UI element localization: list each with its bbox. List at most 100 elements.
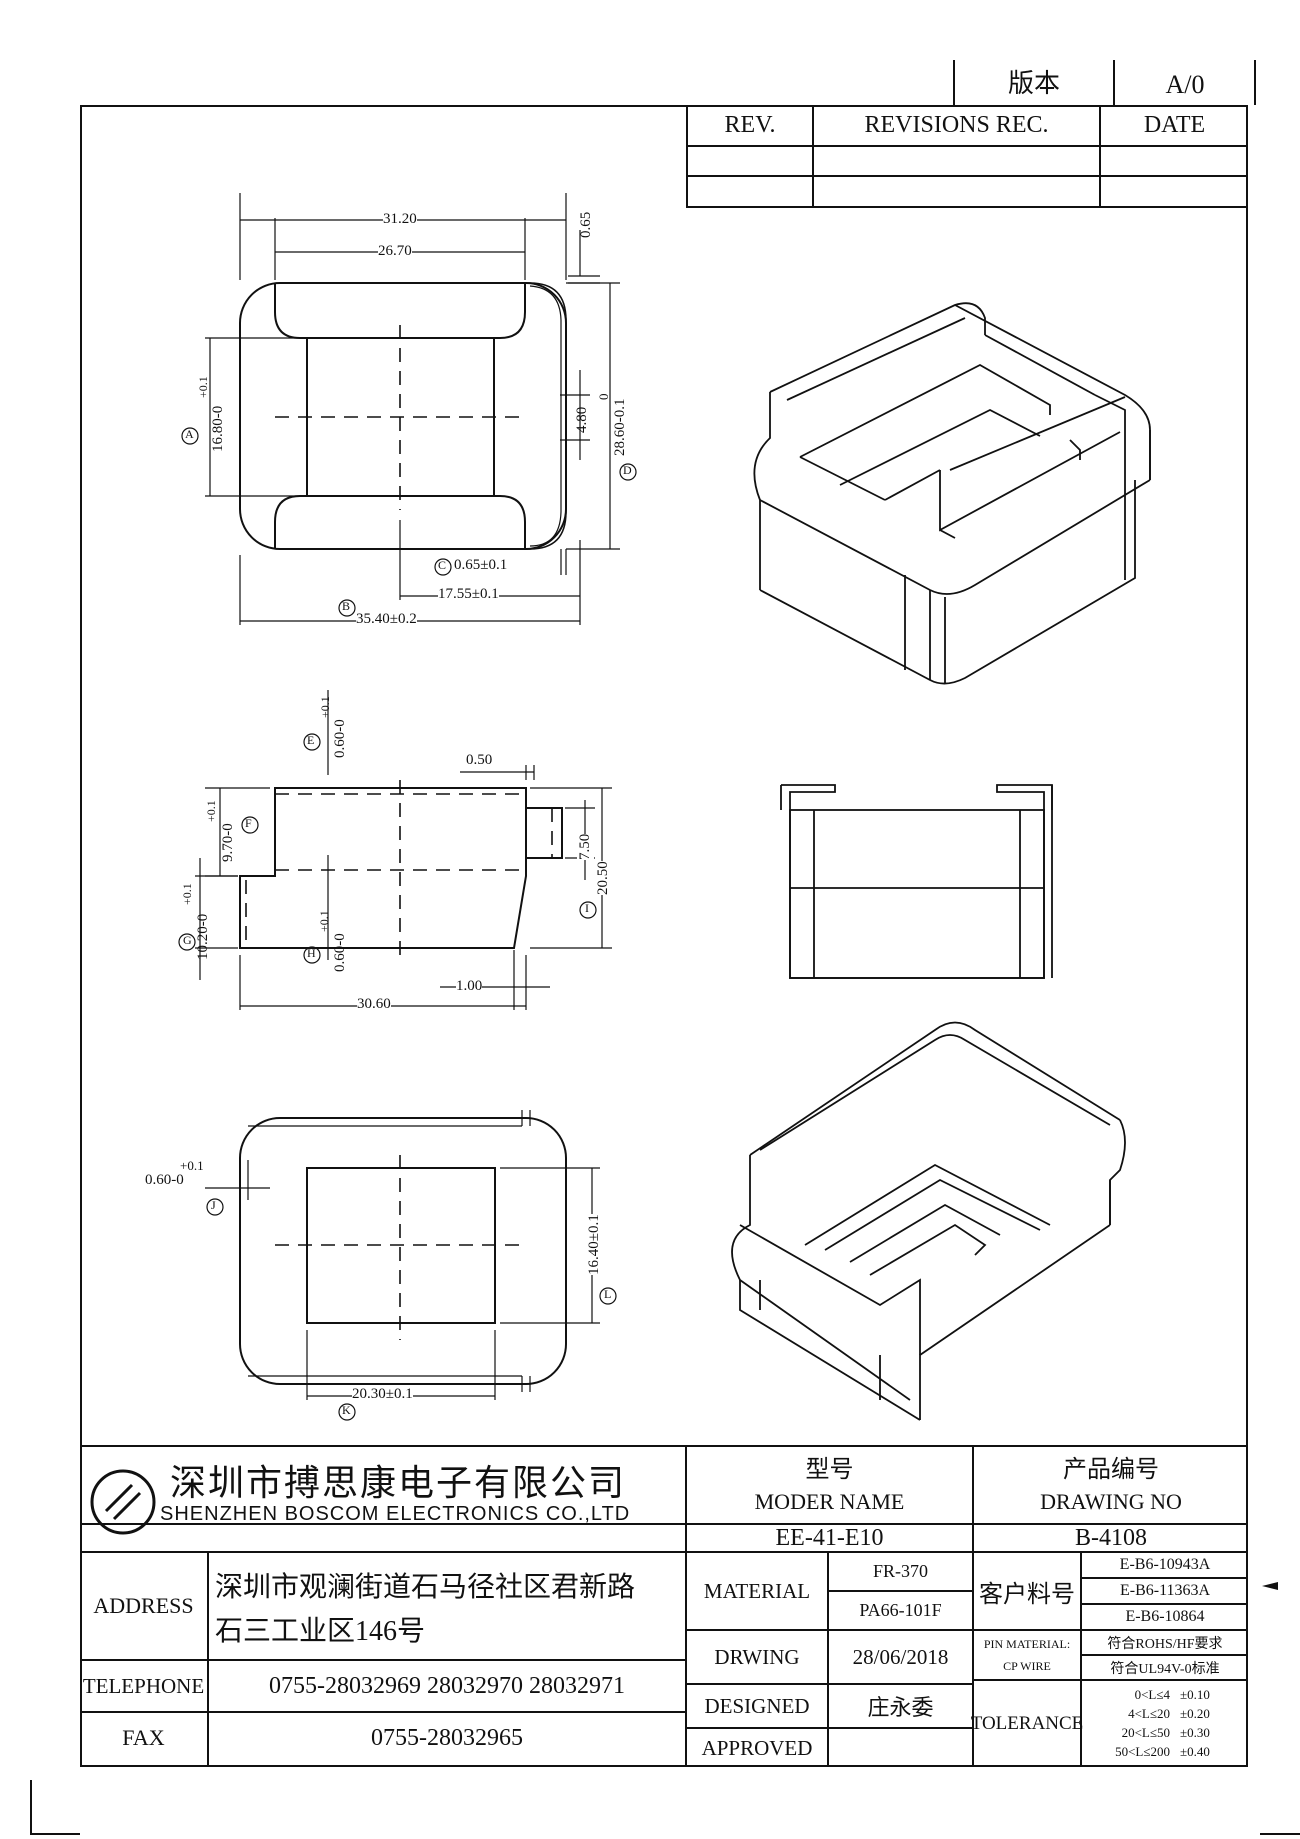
revision-table: REV. REVISIONS REC. DATE xyxy=(686,105,1248,208)
fax-label: FAX xyxy=(122,1725,165,1750)
bottom-view xyxy=(205,1110,617,1421)
tol-value-3: ±0.30 xyxy=(1180,1725,1210,1740)
top-isometric-view xyxy=(753,302,1151,685)
edge-arrow-icon xyxy=(1262,1582,1278,1590)
tol-value-4: ±0.40 xyxy=(1180,1744,1210,1759)
material-1: FR-370 xyxy=(872,1561,928,1581)
technical-drawing xyxy=(178,193,1151,1421)
mark-c: C xyxy=(438,558,447,572)
dim-10-20: 10.20-0 xyxy=(195,913,211,960)
crop-mark-bottom-left xyxy=(30,1780,32,1835)
dim-16-80: 16.80-0 xyxy=(210,405,226,452)
drwing-label: DRWING xyxy=(714,1644,800,1669)
dim-0-65: 0.65 xyxy=(578,211,594,238)
dim-35-40: 35.40±0.2 xyxy=(356,611,417,628)
version-strip: 版本 A/0 xyxy=(953,60,1256,105)
dim-16-40: 16.40±0.1 xyxy=(586,1214,603,1275)
drawing-value: B-4108 xyxy=(1075,1524,1147,1551)
dim-28-60: 28.60-0.1 xyxy=(612,398,628,457)
designed-value: 庄永委 xyxy=(867,1695,934,1720)
dim-20-50: 20.50 xyxy=(595,861,612,895)
dim-26-70: 26.70 xyxy=(378,243,412,260)
side-view xyxy=(178,690,612,1010)
dim-0-60-e-tol: +0.1 xyxy=(318,696,332,718)
mark-a: A xyxy=(185,427,194,441)
bottom-isometric-view xyxy=(731,1021,1126,1421)
dim-0-50: 0.50 xyxy=(466,752,493,768)
tolerance-label: TOLERANCE xyxy=(970,1713,1084,1734)
mark-k: K xyxy=(342,1403,351,1417)
dim-20-30: 20.30±0.1 xyxy=(352,1386,413,1403)
mark-j: J xyxy=(211,1198,216,1212)
tol-range-2: 4<L≤20 xyxy=(1128,1706,1170,1721)
company-name-en: SHENZHEN BOSCOM ELECTRONICS CO.,LTD xyxy=(160,1502,631,1525)
ul-note: 符合UL94V-0标准 xyxy=(1110,1661,1220,1677)
tol-range-1: 0<L≤4 xyxy=(1134,1687,1170,1702)
material-label: MATERIAL xyxy=(703,1578,811,1603)
title-block: 深圳市搏思康电子有限公司 SHENZHEN BOSCOM ELECTRONICS… xyxy=(80,1445,1248,1767)
version-value: A/0 xyxy=(1165,70,1205,99)
top-view xyxy=(181,193,637,625)
customer-3: E-B6-10864 xyxy=(1125,1608,1205,1625)
address-line-1: 深圳市观澜街道石马径社区君新路 xyxy=(215,1572,636,1603)
dim-0-60-h-tol: +0.1 xyxy=(317,910,331,932)
dim-16-80-tol: +0.1 xyxy=(196,376,210,398)
mark-g: G xyxy=(183,933,192,947)
drawing-label-cn: 产品编号 xyxy=(1063,1456,1159,1483)
cp-wire-label: CP WIRE xyxy=(1003,1658,1051,1673)
customer-1: E-B6-10943A xyxy=(1119,1556,1211,1573)
dim-31-20: 31.20 xyxy=(383,211,417,228)
address-line-2: 石三工业区146号 xyxy=(215,1616,426,1647)
customer-label: 客户料号 xyxy=(979,1581,1075,1608)
dim-4-80: 4.80 xyxy=(574,406,590,433)
rohs-note: 符合ROHS/HF要求 xyxy=(1107,1636,1223,1652)
company-logo-icon xyxy=(90,1469,156,1535)
drwing-value: 28/06/2018 xyxy=(852,1644,949,1669)
drawing-sheet xyxy=(80,105,1248,1767)
mark-l: L xyxy=(604,1287,612,1301)
tol-range-4: 50<L≤200 xyxy=(1115,1744,1170,1759)
drawing-label-en: DRAWING NO xyxy=(1040,1489,1182,1514)
dim-7-50: 7.50 xyxy=(577,833,594,860)
tolerance-table: 0<L≤4 ±0.10 4<L≤20 ±0.20 20<L≤50 ±0.30 50<L… xyxy=(1090,1685,1248,1761)
date-header: DATE xyxy=(1143,111,1206,138)
model-value: EE-41-E10 xyxy=(775,1524,884,1551)
dim-0-60-j-tol: +0.1 xyxy=(180,1158,204,1173)
mark-f: F xyxy=(245,816,252,830)
version-label: 版本 xyxy=(1007,69,1060,98)
mark-e: E xyxy=(307,733,315,747)
dim-0-60-j: 0.60-0 xyxy=(145,1172,184,1188)
crop-mark-bottom-left-h xyxy=(30,1833,80,1835)
approved-label: APPROVED xyxy=(701,1735,813,1760)
dim-28-60-tol: 0 xyxy=(596,393,611,401)
tol-range-3: 20<L≤50 xyxy=(1121,1725,1170,1740)
rev-header: REV. xyxy=(724,111,776,138)
mark-h: H xyxy=(307,946,316,960)
telephone-value: 0755-28032969 28032970 28032971 xyxy=(269,1672,625,1699)
tol-value-2: ±0.20 xyxy=(1180,1706,1210,1721)
dim-1-00: 1.00 xyxy=(456,978,483,995)
model-label-en: MODER NAME xyxy=(754,1489,905,1514)
model-label-cn: 型号 xyxy=(805,1456,854,1483)
tol-value-1: ±0.10 xyxy=(1180,1687,1210,1702)
dim-0-65-pm: 0.65±0.1 xyxy=(454,557,508,573)
dim-9-70-tol: +0.1 xyxy=(204,800,218,822)
mark-i: I xyxy=(585,901,589,915)
dim-17-55: 17.55±0.1 xyxy=(438,586,499,603)
mark-d: D xyxy=(623,463,632,477)
fax-value: 0755-28032965 xyxy=(371,1724,523,1751)
dim-10-20-tol: +0.1 xyxy=(180,883,194,905)
address-label: ADDRESS xyxy=(93,1593,194,1618)
pin-material-label: PIN MATERIAL: xyxy=(983,1636,1071,1651)
mark-b: B xyxy=(342,599,351,613)
crop-mark-bottom-right xyxy=(1260,1833,1300,1835)
designed-label: DESIGNED xyxy=(704,1693,810,1718)
dim-30-60: 30.60 xyxy=(357,996,391,1013)
dim-0-60-e: 0.60-0 xyxy=(332,719,348,758)
revisions-header: REVISIONS REC. xyxy=(864,111,1049,138)
material-2: PA66-101F xyxy=(859,1600,942,1620)
dim-9-70: 9.70-0 xyxy=(220,823,236,862)
telephone-label: TELEPHONE xyxy=(82,1673,205,1698)
customer-2: E-B6-11363A xyxy=(1119,1582,1211,1599)
front-view xyxy=(780,784,1053,979)
